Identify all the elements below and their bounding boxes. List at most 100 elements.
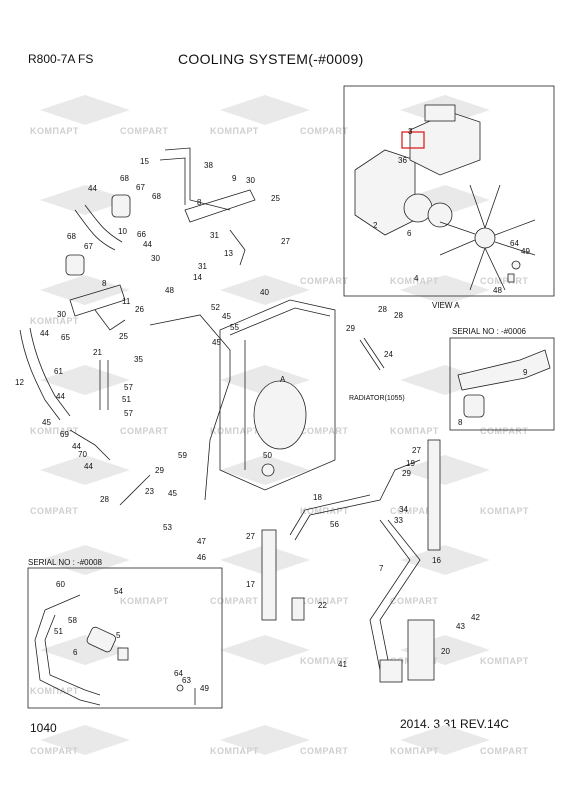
callout-30: 30 — [246, 176, 255, 185]
svg-text:KOMПАРТ: KOMПАРТ — [30, 316, 79, 326]
callout-60: 60 — [56, 580, 65, 589]
callout-2: 2 — [373, 221, 378, 230]
svg-text:COMPART: COMPART — [120, 126, 168, 136]
callout-8c: 8 — [458, 418, 463, 427]
svg-text:KOMПАРТ: KOMПАРТ — [390, 426, 439, 436]
callout-7: 7 — [379, 564, 384, 573]
callout-47: 47 — [197, 537, 206, 546]
callout-24: 24 — [384, 350, 393, 359]
svg-text:KOMПАРТ: KOMПАРТ — [30, 426, 79, 436]
callout-12: 12 — [15, 378, 24, 387]
detail-a-letter: A — [280, 375, 286, 384]
svg-text:COMPART: COMPART — [300, 426, 348, 436]
callout-27c: 27 — [412, 446, 421, 455]
callout-31: 31 — [210, 231, 219, 240]
callout-67: 67 — [136, 183, 145, 192]
svg-text:KOMПАРТ: KOMПАРТ — [210, 126, 259, 136]
radiator-label: RADIATOR(1055) — [349, 395, 405, 402]
callout-53: 53 — [163, 523, 172, 532]
callout-17: 17 — [246, 580, 255, 589]
callout-27: 27 — [281, 237, 290, 246]
callout-61: 61 — [54, 367, 63, 376]
hoses-and-brackets — [19, 147, 441, 683]
callout-56: 56 — [330, 520, 339, 529]
callout-14: 14 — [193, 273, 202, 282]
revision-label: 2014. 3.31 REV.14C — [400, 717, 509, 731]
svg-text:KOMПАРТ: KOMПАРТ — [210, 746, 259, 756]
callout-19: 19 — [406, 459, 415, 468]
svg-text:COMPART: COMPART — [390, 596, 438, 606]
radiator-assembly: A RADIATOR(1055) — [219, 299, 405, 491]
svg-text:COMPART: COMPART — [300, 126, 348, 136]
svg-text:KOMПАРТ: KOMПАРТ — [390, 746, 439, 756]
callout-8: 8 — [197, 198, 202, 207]
callout-45b: 45 — [212, 338, 221, 347]
callout-44c: 44 — [40, 329, 49, 338]
callout-49: 49 — [521, 247, 530, 256]
callout-3: 3 — [408, 127, 413, 136]
callout-51: 51 — [122, 395, 131, 404]
watermark-text: KOMПАРТ COMPART KOMПАРТ COMPART KOMПАРТ … — [30, 126, 529, 756]
callout-29c: 29 — [155, 466, 164, 475]
serial-top-label: SERIAL NO : -#0006 — [452, 327, 527, 336]
callout-44b: 44 — [143, 240, 152, 249]
svg-text:KOMПАРТ: KOMПАРТ — [300, 656, 349, 666]
callout-9: 9 — [232, 174, 237, 183]
callout-34: 34 — [399, 505, 408, 514]
callout-36: 36 — [398, 156, 407, 165]
callout-58: 58 — [68, 616, 77, 625]
callout-42: 42 — [471, 613, 480, 622]
callout-44: 44 — [88, 184, 97, 193]
callout-18: 18 — [313, 493, 322, 502]
callout-63: 63 — [182, 676, 191, 685]
svg-text:COMPART: COMPART — [480, 426, 528, 436]
callout-5: 5 — [116, 631, 121, 640]
callout-33: 33 — [394, 516, 403, 525]
callout-4: 4 — [414, 274, 419, 283]
callout-38: 38 — [204, 161, 213, 170]
callout-70: 70 — [78, 450, 87, 459]
callout-55: 55 — [230, 323, 239, 332]
callout-43: 43 — [456, 622, 465, 631]
callout-48b: 48 — [165, 286, 174, 295]
callout-64: 64 — [510, 239, 519, 248]
callout-64b: 64 — [174, 669, 183, 678]
callout-6b: 6 — [73, 648, 78, 657]
callout-68b: 68 — [152, 192, 161, 201]
callout-35: 35 — [134, 355, 143, 364]
highlight-box — [401, 131, 425, 149]
svg-text:COMPART: COMPART — [210, 596, 258, 606]
svg-text:COMPART: COMPART — [30, 506, 78, 516]
callout-20: 20 — [441, 647, 450, 656]
callout-6: 6 — [407, 229, 412, 238]
callout-29b: 29 — [402, 469, 411, 478]
callout-labels: 3 36 2 6 4 64 49 48 15 38 9 30 25 44 68 … — [15, 127, 530, 693]
callout-13: 13 — [224, 249, 233, 258]
callout-52: 52 — [211, 303, 220, 312]
callout-16: 16 — [432, 556, 441, 565]
callout-44f: 44 — [84, 462, 93, 471]
callout-31b: 31 — [198, 262, 207, 271]
callout-57: 57 — [124, 383, 133, 392]
callout-22: 22 — [318, 601, 327, 610]
callout-11: 11 — [122, 297, 131, 306]
callout-45d: 45 — [168, 489, 177, 498]
callout-68: 68 — [120, 174, 129, 183]
callout-9b: 9 — [523, 368, 528, 377]
svg-text:KOMПАРТ: KOMПАРТ — [30, 686, 79, 696]
callout-45: 45 — [222, 312, 231, 321]
callout-28c: 28 — [394, 311, 403, 320]
callout-40: 40 — [260, 288, 269, 297]
callout-66: 66 — [137, 230, 146, 239]
svg-text:KOMПАРТ: KOMПАРТ — [300, 506, 349, 516]
callout-69: 69 — [60, 430, 69, 439]
callout-44d: 44 — [56, 392, 65, 401]
svg-text:KOMПАРТ: KOMПАРТ — [30, 126, 79, 136]
callout-30c: 30 — [57, 310, 66, 319]
svg-text:COMPART: COMPART — [480, 746, 528, 756]
callout-28b: 28 — [100, 495, 109, 504]
svg-text:KOMПАРТ: KOMПАРТ — [480, 506, 529, 516]
callout-28: 28 — [378, 305, 387, 314]
svg-text:COMPART: COMPART — [300, 276, 348, 286]
svg-text:KOMПАРТ: KOMПАРТ — [300, 596, 349, 606]
